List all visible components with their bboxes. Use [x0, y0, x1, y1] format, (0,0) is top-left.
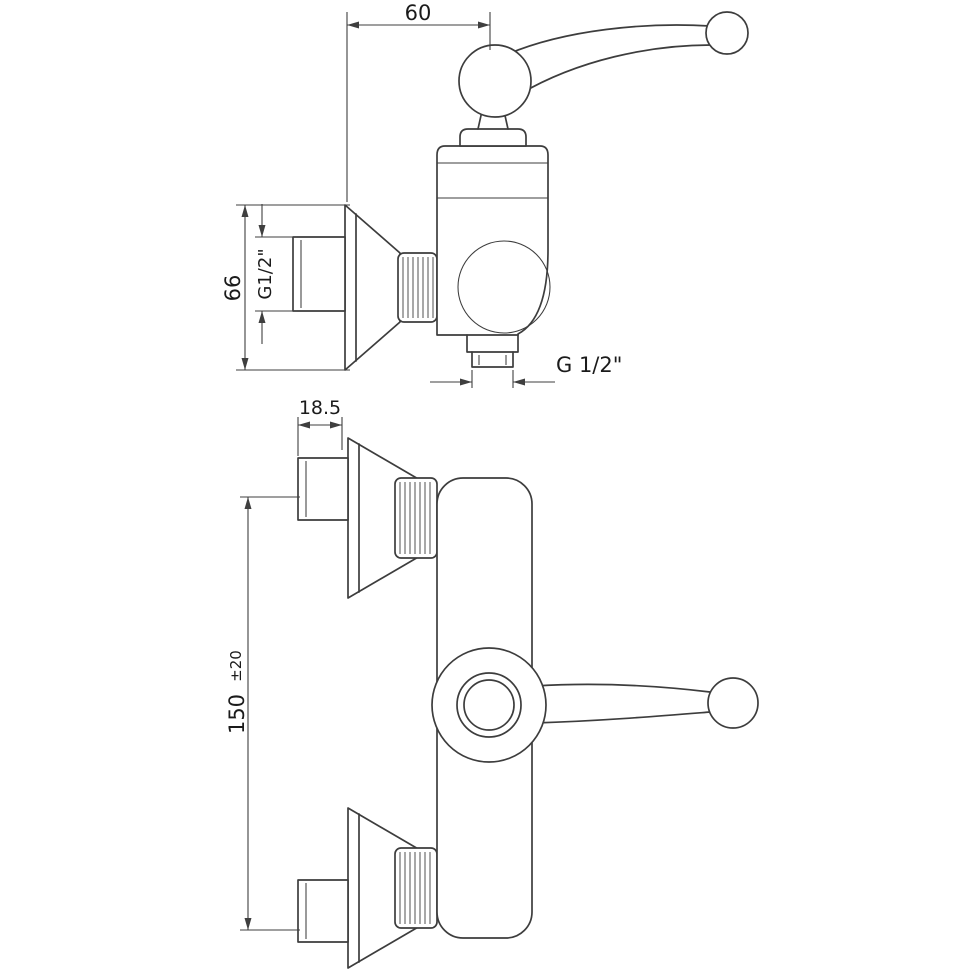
dim150-label: 150 — [225, 694, 249, 734]
thread-inlet-arrow-top — [258, 225, 266, 237]
wall-nipple-side — [292, 236, 346, 312]
dim60-arrow-right — [478, 21, 490, 29]
dim150-tolerance-label: ±20 — [227, 650, 245, 682]
dim60-label: 60 — [405, 1, 432, 25]
handle-lever-front-upper-edge — [534, 683, 711, 693]
dim185-label: 18.5 — [299, 397, 341, 419]
side-view — [292, 11, 749, 371]
dim66-arrow-top — [241, 205, 249, 217]
dim150-arrow-bottom — [244, 918, 252, 930]
connection-nut-bottom — [394, 847, 438, 929]
connection-nut-body — [397, 252, 438, 323]
front-view — [297, 437, 759, 969]
thread-hatching-bottom — [399, 852, 431, 924]
handle-knob — [458, 44, 532, 118]
escutcheon-cone-side — [344, 204, 401, 371]
valve-hub-outer-circle — [456, 672, 522, 738]
handle-lever-upper-edge — [507, 24, 711, 55]
thread-outlet-label: G 1/2" — [556, 353, 622, 377]
connection-nut-bottom-body — [394, 847, 438, 929]
valve-escutcheon-circle — [431, 647, 547, 763]
valve-hub-inner-circle — [463, 679, 515, 731]
connection-nut-side — [397, 252, 438, 323]
dimensions-side-view: 60 66 G1/2" G 1/2" — [221, 1, 622, 388]
thread-inlet-label: G1/2" — [255, 248, 276, 299]
thread-inlet-arrow-bottom — [258, 311, 266, 323]
handle-lever-front-lower-edge — [534, 711, 711, 724]
mixer-body-side — [436, 145, 549, 368]
thread-outlet-arrow-left — [460, 378, 472, 386]
handle-ball-side — [705, 11, 749, 55]
thread-hatching — [402, 257, 434, 318]
elbow-ball-outline — [457, 240, 551, 334]
dim66-label: 66 — [221, 275, 245, 302]
dim66-arrow-bottom — [241, 358, 249, 370]
dimensions-front-view: 18.5 150 ±20 — [225, 397, 343, 931]
dim150-arrow-top — [244, 497, 252, 509]
handle-ball-front — [707, 677, 759, 729]
dim185-arrow-right — [330, 421, 342, 429]
connection-nut-top — [394, 477, 438, 559]
dim185-arrow-left — [298, 421, 310, 429]
thread-hatching-top — [399, 482, 431, 554]
thread-outlet-arrow-right — [513, 378, 525, 386]
connection-nut-top-body — [394, 477, 438, 559]
handle-lever-lower-edge — [519, 44, 712, 95]
cartridge-flange — [459, 128, 527, 147]
dim60-arrow-left — [347, 21, 359, 29]
